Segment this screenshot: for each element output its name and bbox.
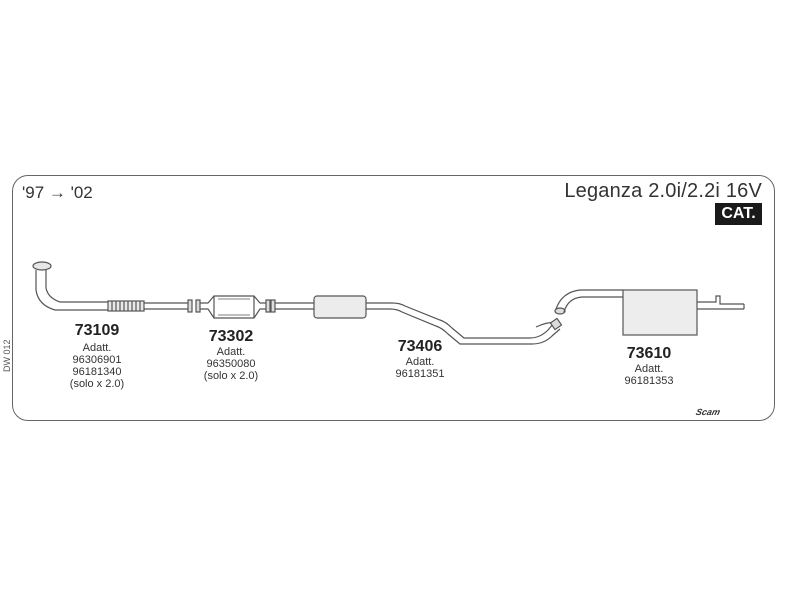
part-note-73610-adatt: Adatt. <box>634 363 664 375</box>
middle-pipe-73406 <box>270 295 563 345</box>
cat-badge: CAT. <box>715 203 762 225</box>
part-code-73109: 73109 <box>74 322 120 339</box>
model-title: Leganza 2.0i/2.2i 16V <box>564 180 762 202</box>
part-note-73109-solo: (solo x 2.0) <box>69 378 125 390</box>
year-range: '97 → '02 <box>22 183 93 202</box>
front-pipe-73109 <box>32 261 193 313</box>
part-note-73302-ref1: 96350080 <box>206 358 256 370</box>
part-note-73610-ref1: 96181353 <box>624 375 674 387</box>
rear-silencer-73610 <box>554 289 745 336</box>
part-note-73406-adatt: Adatt. <box>405 356 435 368</box>
part-note-73302-solo: (solo x 2.0) <box>203 370 259 382</box>
part-code-73406: 73406 <box>397 338 443 355</box>
part-note-73109-adatt: Adatt. <box>82 342 112 354</box>
catalytic-converter-73302 <box>195 295 271 319</box>
part-note-73302-adatt: Adatt. <box>216 346 246 358</box>
part-code-73302: 73302 <box>208 328 254 345</box>
part-code-73610: 73610 <box>626 345 672 362</box>
part-note-73109-ref2: 96181340 <box>72 366 122 378</box>
part-note-73406-ref1: 96181351 <box>395 368 445 380</box>
part-note-73109-ref1: 96306901 <box>72 354 122 366</box>
